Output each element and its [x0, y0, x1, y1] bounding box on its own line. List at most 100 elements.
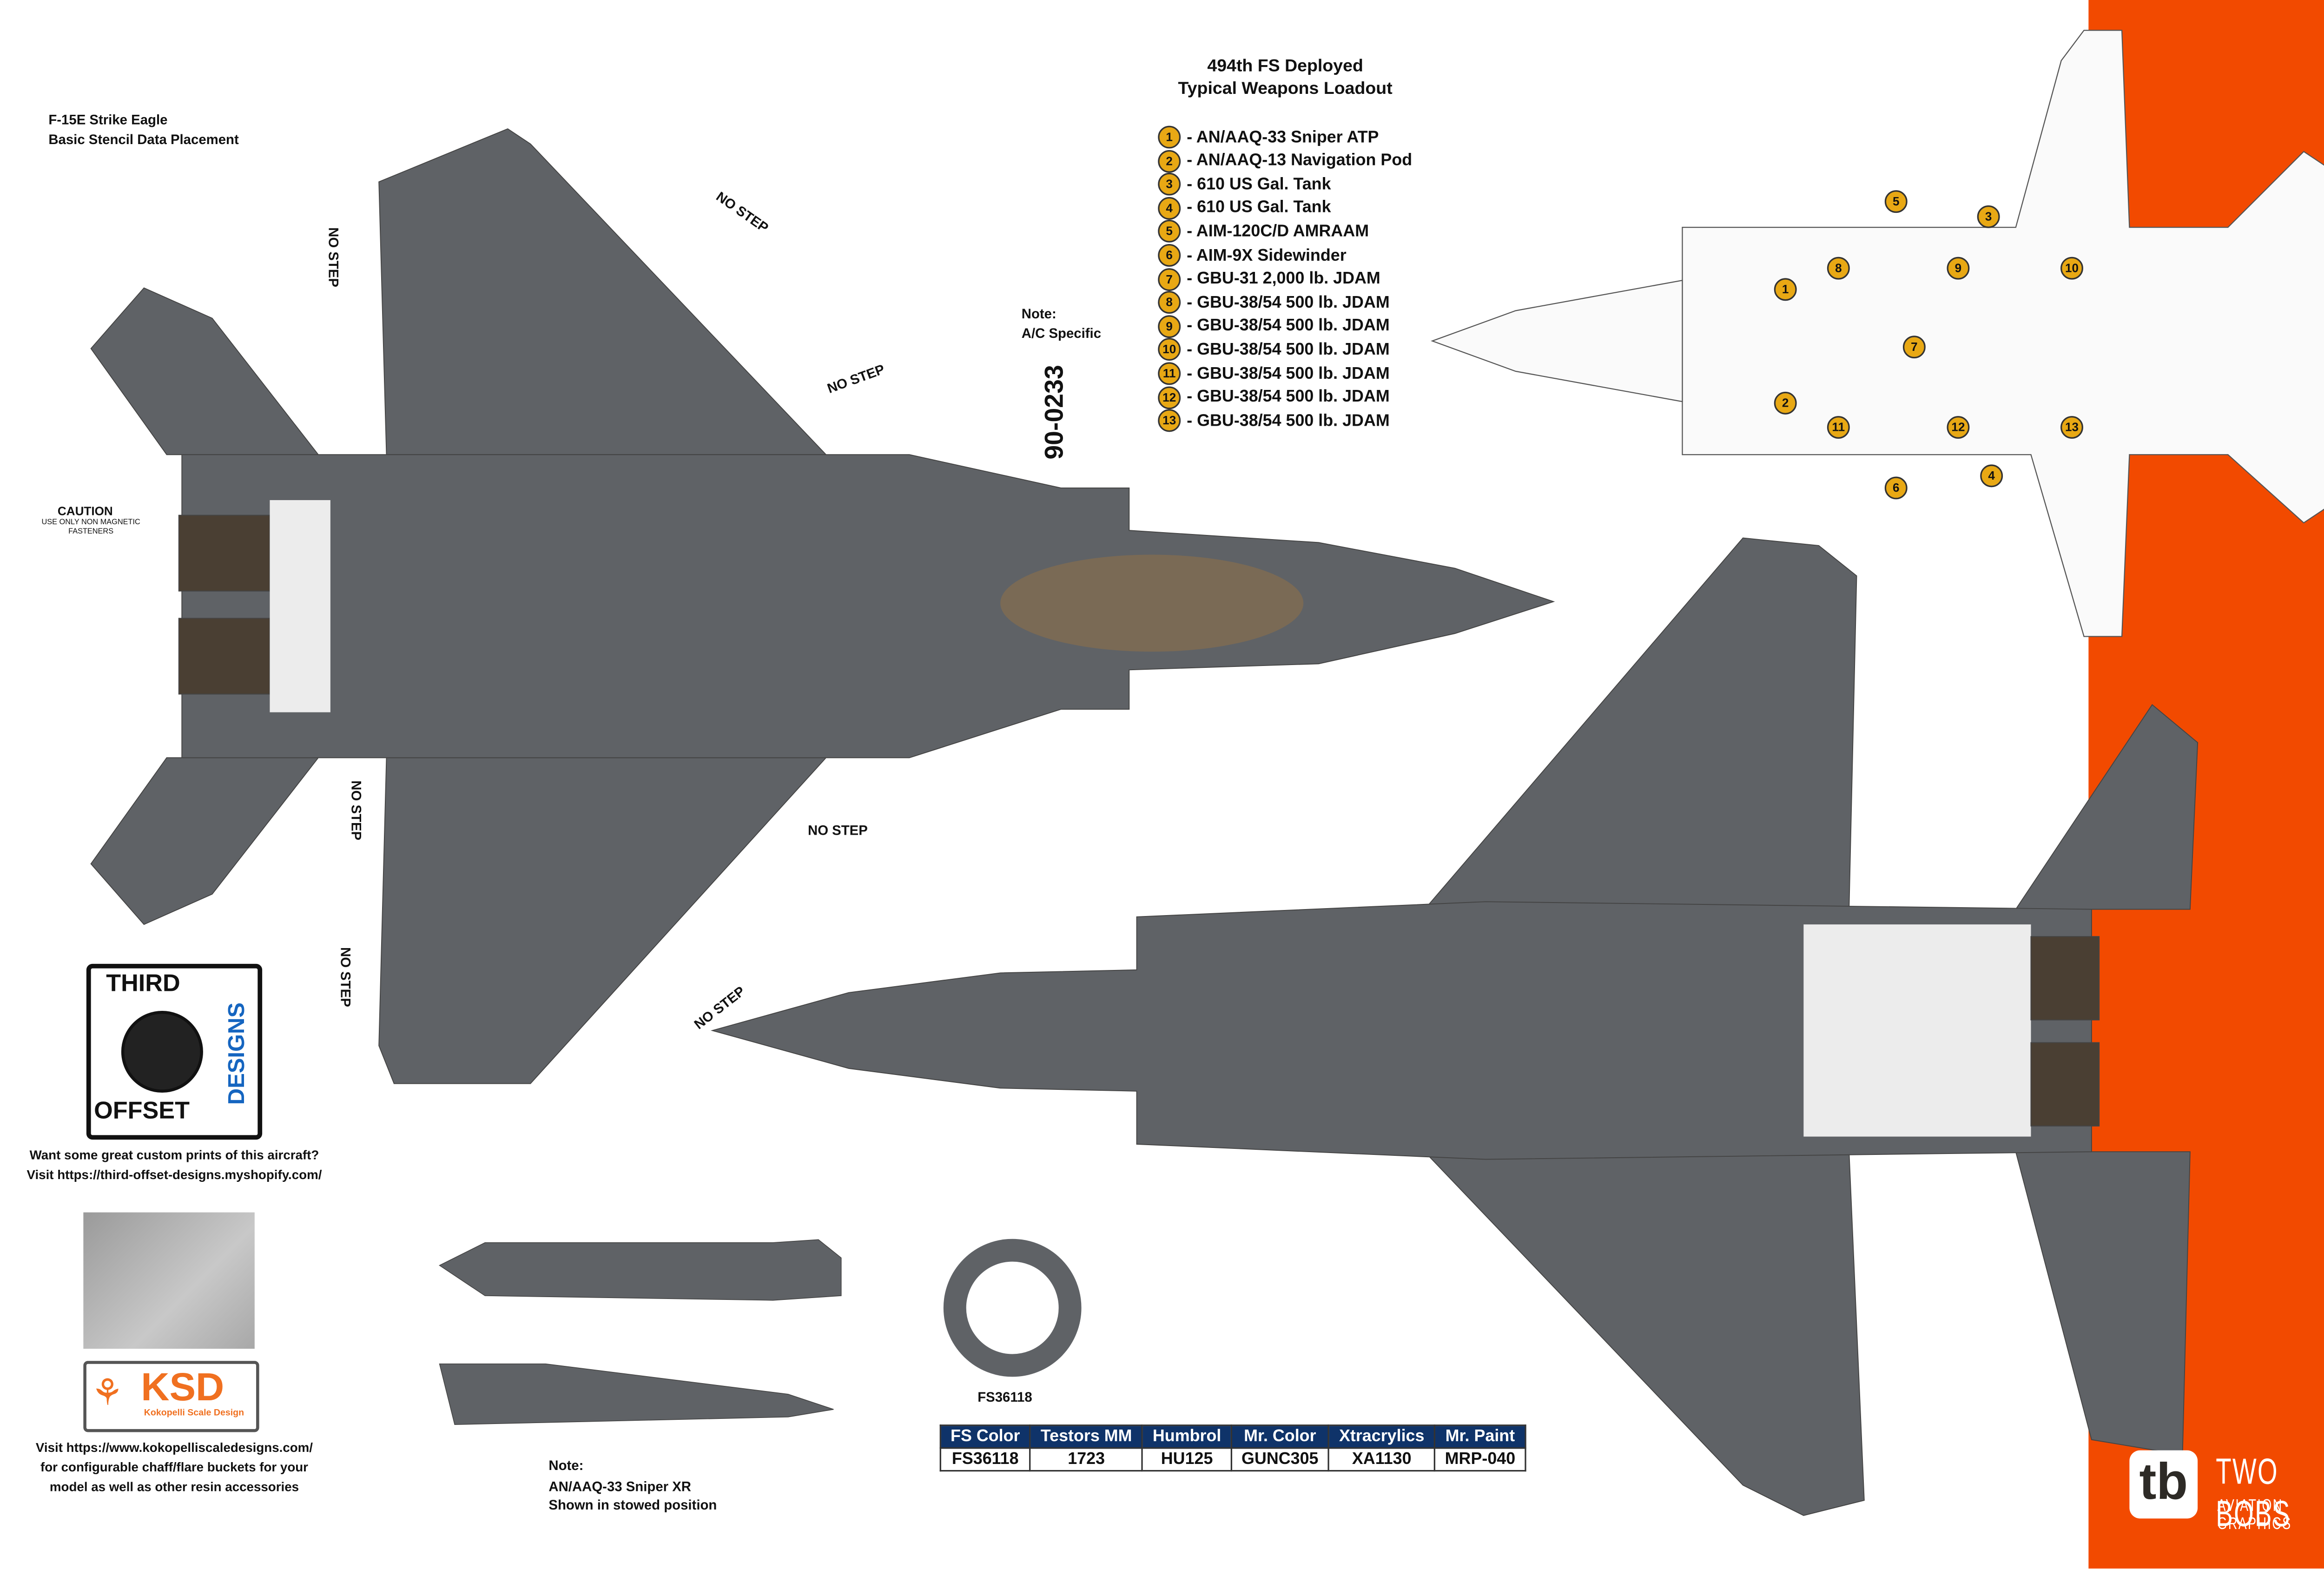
loadout-item: 2 - AN/AAQ-13 Navigation Pod — [1158, 149, 1412, 172]
station-badge: 10 — [2060, 257, 2083, 280]
two-bobs-name: TWO BOBS — [2216, 1451, 2291, 1536]
loadout-item: 11 - GBU-38/54 500 lb. JDAM — [1158, 362, 1390, 385]
aircraft-bottom-view — [710, 537, 2199, 1516]
paint-header: FS Color — [939, 1424, 1031, 1449]
logo-text-third: THIRD — [106, 971, 180, 997]
station-badge: 1 — [1774, 278, 1797, 301]
caution-sub: USE ONLY NON MAGNETIC FASTENERS — [41, 518, 140, 537]
no-step-label: NO STEP — [326, 227, 341, 287]
sniper-pod-bottom — [439, 1363, 834, 1425]
station-badge: 8 — [1827, 257, 1850, 280]
aircraft-subtitle: Basic Stencil Data Placement — [48, 132, 239, 147]
number-badge: 13 — [1158, 409, 1181, 432]
loadout-diagram-aircraft — [1431, 30, 2324, 637]
station-badge: 3 — [1977, 205, 2000, 228]
loadout-item: 13 - GBU-38/54 500 lb. JDAM — [1158, 409, 1390, 432]
loadout-item: 1- AN/AAQ-33 Sniper ATP — [1158, 125, 1379, 149]
note-label: Note: — [1021, 306, 1056, 322]
ksd-logo: ⚘ KSD Kokopelli Scale Design — [83, 1361, 259, 1432]
fuselage — [181, 454, 1555, 758]
engine-bay-b — [1803, 924, 2031, 1137]
loadout-item-label: - 610 US Gal. Tank — [1187, 175, 1331, 194]
loadout-item-label: - GBU-38/54 500 lb. JDAM — [1187, 293, 1390, 312]
number-badge: 10 — [1158, 338, 1181, 362]
chaff-bucket-photo — [83, 1212, 255, 1349]
station-badge: 4 — [1980, 464, 2003, 488]
number-badge: 2 — [1158, 149, 1181, 172]
sniper-note-3: Shown in stowed position — [548, 1497, 717, 1513]
number-badge: 5 — [1158, 220, 1181, 244]
lower-tail — [90, 757, 319, 925]
loadout-item-label: - 610 US Gal. Tank — [1187, 199, 1331, 218]
paint-header: Testors MM — [1029, 1424, 1143, 1449]
paint-cell: MRP-040 — [1434, 1447, 1526, 1472]
loadout-item-label: - GBU-38/54 500 lb. JDAM — [1187, 317, 1390, 336]
station-badge: 9 — [1947, 257, 1970, 280]
loadout-item-label: - AN/AAQ-13 Navigation Pod — [1187, 152, 1413, 170]
station-badge: 7 — [1902, 336, 1926, 359]
engine-nozzle-lower — [178, 618, 271, 695]
sniper-note-2: AN/AAQ-33 Sniper XR — [548, 1479, 692, 1495]
upper-tail — [90, 287, 319, 455]
paint-cell: FS36118 — [939, 1447, 1031, 1472]
sniper-note-1: Note: — [548, 1457, 584, 1473]
ksd-line3: model as well as other resin accessories — [49, 1479, 299, 1495]
number-badge: 7 — [1158, 267, 1181, 290]
upper-tail-b — [2015, 704, 2199, 910]
number-badge: 4 — [1158, 197, 1181, 220]
loadout-item-label: - AIM-9X Sidewinder — [1187, 246, 1347, 265]
station-badge: 13 — [2060, 416, 2083, 439]
sniper-pod-drawings — [439, 1239, 842, 1425]
station-badge: 2 — [1774, 391, 1797, 415]
loadout-item: 6 - AIM-9X Sidewinder — [1158, 244, 1347, 267]
note-ac-specific: A/C Specific — [1021, 326, 1102, 341]
canopy — [1000, 554, 1304, 652]
station-badge: 11 — [1827, 416, 1850, 439]
sniper-pod-side — [439, 1239, 842, 1301]
loadout-item-label: - GBU-38/54 500 lb. JDAM — [1187, 364, 1390, 383]
number-badge: 9 — [1158, 315, 1181, 338]
loadout-item-label: - GBU-38/54 500 lb. JDAM — [1187, 341, 1390, 359]
engine-nozzle-upper — [178, 514, 271, 592]
aircraft-top-view — [90, 128, 1555, 1084]
paint-header: Mr. Color — [1230, 1424, 1330, 1449]
number-badge: 11 — [1158, 362, 1181, 385]
paint-cell: GUNC305 — [1230, 1447, 1330, 1472]
loadout-title-1: 494th FS Deployed — [1207, 57, 1363, 76]
ksd-line2: for configurable chaff/flare buckets for… — [40, 1459, 308, 1475]
two-bobs-sub: AVIATION GRAPHICS — [2217, 1497, 2292, 1534]
loadout-item: 10 - GBU-38/54 500 lb. JDAM — [1158, 338, 1390, 362]
engine-bay — [270, 500, 330, 712]
number-badge: 6 — [1158, 244, 1181, 267]
loadout-item-label: - GBU-38/54 500 lb. JDAM — [1187, 388, 1390, 407]
logo-text-offset: OFFSET — [94, 1099, 190, 1125]
loadout-item-label: - AN/AAQ-33 Sniper ATP — [1187, 128, 1379, 146]
paint-cell: XA1130 — [1327, 1447, 1436, 1472]
loadout-item: 4 - 610 US Gal. Tank — [1158, 197, 1331, 220]
kokopelli-icon: ⚘ — [91, 1373, 124, 1414]
loadout-item-label: - AIM-120C/D AMRAAM — [1187, 222, 1369, 241]
loadout-item: 3- 610 US Gal. Tank — [1158, 173, 1331, 196]
ksd-logo-text: KSD — [141, 1364, 224, 1410]
paint-cell: HU125 — [1142, 1447, 1232, 1472]
paint-header: Humbrol — [1142, 1424, 1232, 1449]
loadout-item-label: - GBU-31 2,000 lb. JDAM — [1187, 270, 1380, 288]
station-badge: 12 — [1947, 416, 1970, 439]
loadout-item: 5 - AIM-120C/D AMRAAM — [1158, 220, 1369, 244]
no-step-label: NO STEP — [808, 823, 868, 838]
ksd-logo-sub: Kokopelli Scale Design — [144, 1409, 244, 1419]
lower-tail-b — [2015, 1151, 2191, 1456]
paint-cell: 1723 — [1029, 1447, 1143, 1472]
station-badge: 5 — [1884, 190, 1908, 213]
no-step-label: NO STEP — [338, 947, 353, 1007]
fs36118-swatch-ring — [943, 1239, 1082, 1377]
third-offset-link[interactable]: Visit https://third-offset-designs.mysho… — [26, 1167, 322, 1182]
ksd-link[interactable]: Visit https://www.kokopelliscaledesigns.… — [35, 1439, 313, 1455]
no-step-label: NO STEP — [348, 780, 364, 841]
loadout-item-label: - GBU-38/54 500 lb. JDAM — [1187, 411, 1390, 430]
loadout-item: 8- GBU-38/54 500 lb. JDAM — [1158, 291, 1390, 314]
loadout-title-2: Typical Weapons Loadout — [1178, 80, 1393, 99]
